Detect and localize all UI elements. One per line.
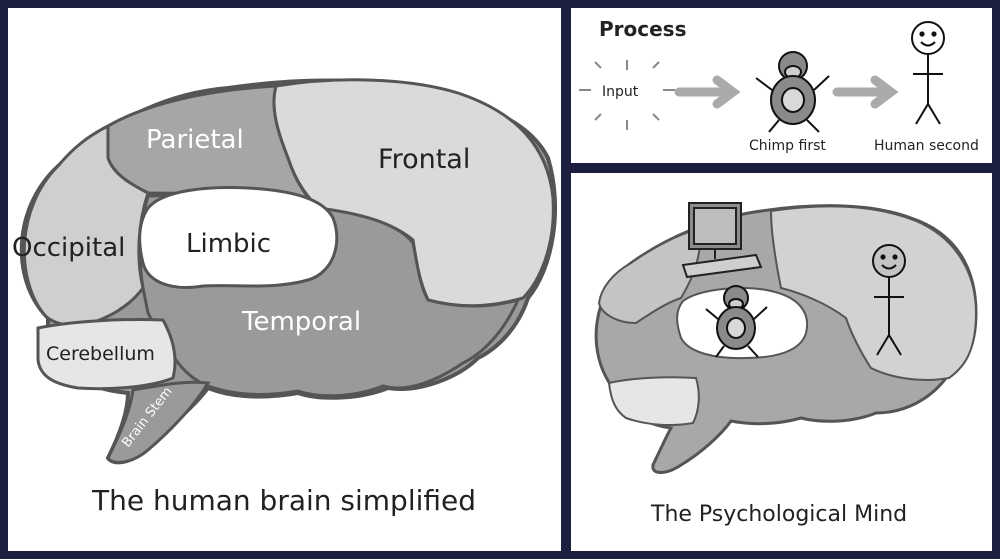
input-label: Input	[602, 84, 639, 100]
human-stick-figure-icon	[872, 244, 906, 356]
brain-stem-region	[106, 380, 211, 464]
arrow-right-icon	[674, 75, 741, 109]
mind-caption: The Psychological Mind	[650, 502, 907, 527]
occipital-label: Occipital	[12, 233, 125, 263]
frontal-region	[769, 205, 978, 381]
cerebellum-region	[36, 317, 177, 391]
chimp-icon	[755, 51, 830, 133]
temporal-label: Temporal	[241, 307, 361, 337]
human-label: Human second	[874, 138, 979, 154]
frontal-label: Frontal	[378, 144, 470, 175]
parietal-label: Parietal	[146, 125, 244, 155]
process-title: Process	[599, 17, 687, 41]
left-caption: The human brain simplified	[91, 484, 476, 517]
process-panel: Process Input Chim	[571, 8, 992, 163]
input-burst-icon	[579, 60, 675, 130]
arrow-right-icon	[832, 75, 899, 109]
brain-diagram: Parietal Frontal Occipital Limbic Tempor…	[12, 78, 558, 517]
human-stick-figure-icon	[911, 21, 945, 125]
psychological-mind-diagram: The Psychological Mind	[594, 202, 978, 527]
brain-diagram-panel: Parietal Frontal Occipital Limbic Tempor…	[8, 8, 561, 551]
cerebellum-label: Cerebellum	[46, 343, 155, 365]
process-diagram: Process Input Chim	[579, 17, 979, 154]
limbic-region	[138, 186, 339, 289]
chimp-label: Chimp first	[749, 138, 826, 154]
computer-icon	[681, 202, 763, 279]
chimp-icon	[705, 285, 768, 358]
limbic-label: Limbic	[186, 229, 271, 259]
psychological-mind-panel: The Psychological Mind	[571, 173, 992, 551]
cerebellum-region	[607, 376, 700, 427]
